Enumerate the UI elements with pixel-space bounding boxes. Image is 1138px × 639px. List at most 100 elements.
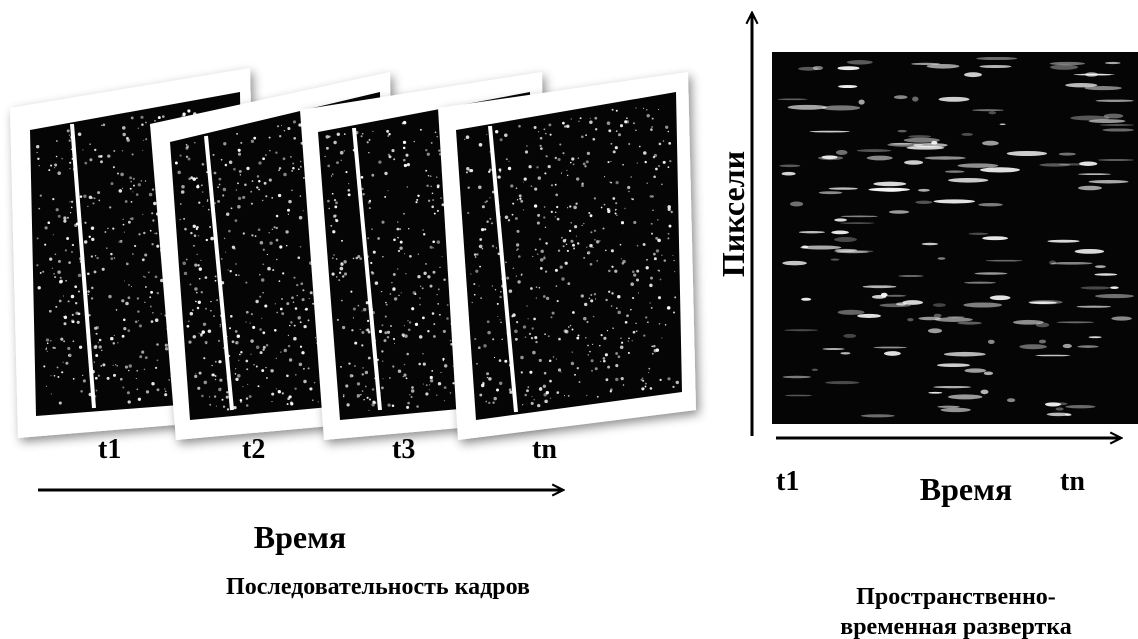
streak [999, 123, 1006, 126]
streak [1050, 64, 1079, 70]
streak [811, 368, 819, 371]
streak [858, 99, 865, 105]
streak [880, 292, 888, 298]
streak [972, 109, 1004, 112]
frame-scan-line [488, 125, 518, 413]
space-time-map-background [772, 52, 1138, 424]
streak [790, 201, 804, 207]
streak [822, 348, 845, 350]
streak [1110, 286, 1119, 290]
streak [1029, 301, 1057, 305]
streak [831, 230, 849, 235]
streak [1058, 163, 1088, 166]
frame-label-t3: t3 [392, 434, 415, 465]
streak [976, 56, 1018, 61]
streak [968, 232, 989, 235]
streak [943, 351, 986, 357]
streak [1088, 119, 1126, 124]
streak [1104, 61, 1121, 65]
frame-label-tn: tn [532, 434, 557, 465]
streak [801, 297, 812, 301]
streak [907, 318, 914, 322]
frame-label-t1: t1 [98, 434, 121, 465]
streak [862, 285, 897, 289]
streak [1103, 113, 1124, 119]
space-time-streaks [777, 56, 1135, 418]
streak [902, 300, 924, 305]
streak [873, 346, 907, 349]
streak [1058, 152, 1076, 156]
streak [982, 236, 1008, 241]
streak [866, 155, 893, 161]
streak [964, 281, 996, 284]
streak [781, 171, 796, 176]
streak [927, 328, 943, 334]
streak [860, 414, 895, 418]
streak [908, 135, 932, 138]
streak [1095, 294, 1134, 299]
streak [933, 385, 972, 389]
streak [1095, 99, 1134, 103]
streak [777, 98, 808, 101]
streak [825, 381, 860, 385]
streak [926, 64, 960, 69]
streak [957, 163, 999, 168]
streak [821, 105, 861, 111]
streak [961, 132, 974, 136]
streak [936, 363, 971, 368]
streak [933, 199, 976, 204]
frame-scan-line [204, 135, 234, 411]
streak [924, 156, 966, 160]
frame-image [456, 92, 682, 420]
streak [1013, 319, 1044, 325]
streak [987, 339, 995, 344]
streak [896, 302, 907, 306]
streak [1085, 72, 1098, 77]
streak [979, 64, 1012, 69]
streak [1084, 86, 1122, 91]
streak [840, 222, 875, 224]
streak [835, 150, 848, 155]
streak [1047, 239, 1080, 243]
streak [917, 188, 930, 192]
streak [1078, 185, 1102, 191]
streak [834, 236, 857, 243]
streak [800, 245, 842, 250]
streak [1080, 286, 1111, 290]
streak [821, 155, 838, 160]
streak [828, 187, 858, 190]
streak [856, 149, 892, 153]
streak [830, 258, 840, 261]
streak [974, 272, 1008, 275]
streak [840, 215, 879, 218]
streak [1097, 159, 1134, 161]
streak [985, 259, 1023, 262]
streak [978, 203, 1003, 207]
left-time-axis-label: Время [254, 519, 346, 555]
streak [1055, 402, 1068, 406]
streak [988, 111, 997, 115]
streak [897, 129, 907, 133]
frame-scan-line [352, 127, 382, 411]
streak [818, 191, 843, 195]
streak [782, 375, 811, 379]
streak [889, 142, 912, 145]
streak [1050, 261, 1093, 265]
streak [989, 295, 1011, 301]
streak [837, 309, 865, 315]
streak [911, 62, 941, 66]
streak [1056, 321, 1095, 324]
left-caption: Последовательность кадров [226, 574, 530, 600]
streak [904, 160, 924, 165]
streak [898, 274, 924, 278]
streak [964, 368, 987, 373]
streak [1111, 316, 1132, 321]
right-time-axis-label: Время [920, 471, 1012, 507]
streak [857, 313, 881, 318]
streak [912, 96, 919, 102]
streak [1006, 150, 1048, 157]
streak [882, 189, 902, 192]
streak [1077, 345, 1099, 348]
streak [944, 170, 965, 173]
streak [940, 407, 971, 413]
